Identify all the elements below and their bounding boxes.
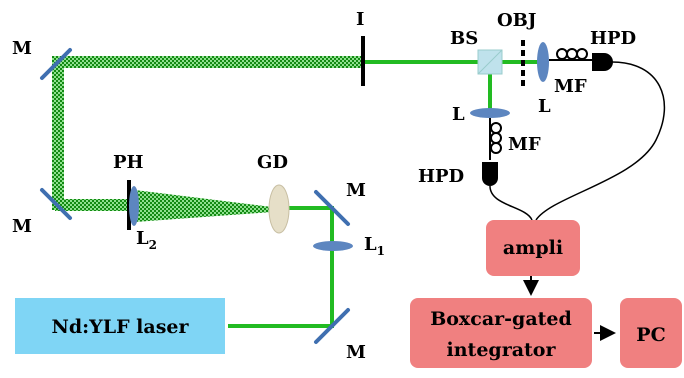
ampli-label: ampli (503, 237, 563, 259)
lens-icon (129, 186, 139, 226)
lens-label: L (452, 104, 465, 125)
mirror-icon (314, 190, 350, 226)
laser-beam (228, 60, 540, 328)
fiber-label: MF (554, 76, 587, 97)
mirror-icon (40, 188, 72, 220)
iris-label: I (356, 9, 364, 30)
beam-splitter (477, 49, 503, 75)
diverging-beam-cone (135, 190, 272, 222)
objective-label: OBJ (497, 10, 536, 31)
expanded-beam-left (52, 56, 64, 210)
laser-label: Nd:YLF laser (51, 316, 189, 338)
photodiode-icon (592, 53, 613, 71)
lens-icon (313, 241, 353, 251)
boxcar-label-line1: Boxcar-gated (430, 308, 572, 330)
lens-icon (537, 42, 549, 82)
boxcar-label-line2: integrator (447, 339, 557, 361)
expanded-beam (52, 56, 363, 222)
expanded-beam-bottom (55, 199, 133, 211)
lens2-label: L2 (136, 228, 157, 252)
mirror-icon (40, 48, 72, 80)
photodiode-label: HPD (418, 166, 464, 187)
pc-label: PC (636, 324, 665, 346)
photodiode-label: HPD (590, 28, 636, 49)
laser-box (15, 298, 225, 354)
fiber-coil-icon (549, 48, 595, 61)
lens1-label: L1 (364, 234, 385, 258)
mirrors (40, 48, 350, 344)
lens-icon (470, 108, 510, 118)
mirror-label: M (12, 216, 32, 237)
ground-diffuser-label: GD (257, 152, 288, 173)
pinhole-assembly (127, 180, 139, 230)
pc-box (620, 298, 682, 368)
ground-diffuser-icon (268, 184, 290, 234)
lens-label: L (538, 96, 551, 117)
mirror-label: M (346, 342, 366, 363)
fiber-label: MF (508, 134, 541, 155)
mirror-label: M (12, 38, 32, 59)
photodiode-icon (482, 162, 498, 186)
ampli-box (486, 220, 580, 276)
beam-splitter-label: BS (450, 28, 478, 49)
signal-wires (489, 61, 666, 221)
mirror-icon (314, 308, 350, 344)
boxcar-box (410, 298, 592, 368)
expanded-beam-top (55, 56, 363, 68)
mirror-label: M (346, 180, 366, 201)
fiber-coil-icon (489, 118, 502, 160)
pinhole-label: PH (113, 152, 144, 173)
